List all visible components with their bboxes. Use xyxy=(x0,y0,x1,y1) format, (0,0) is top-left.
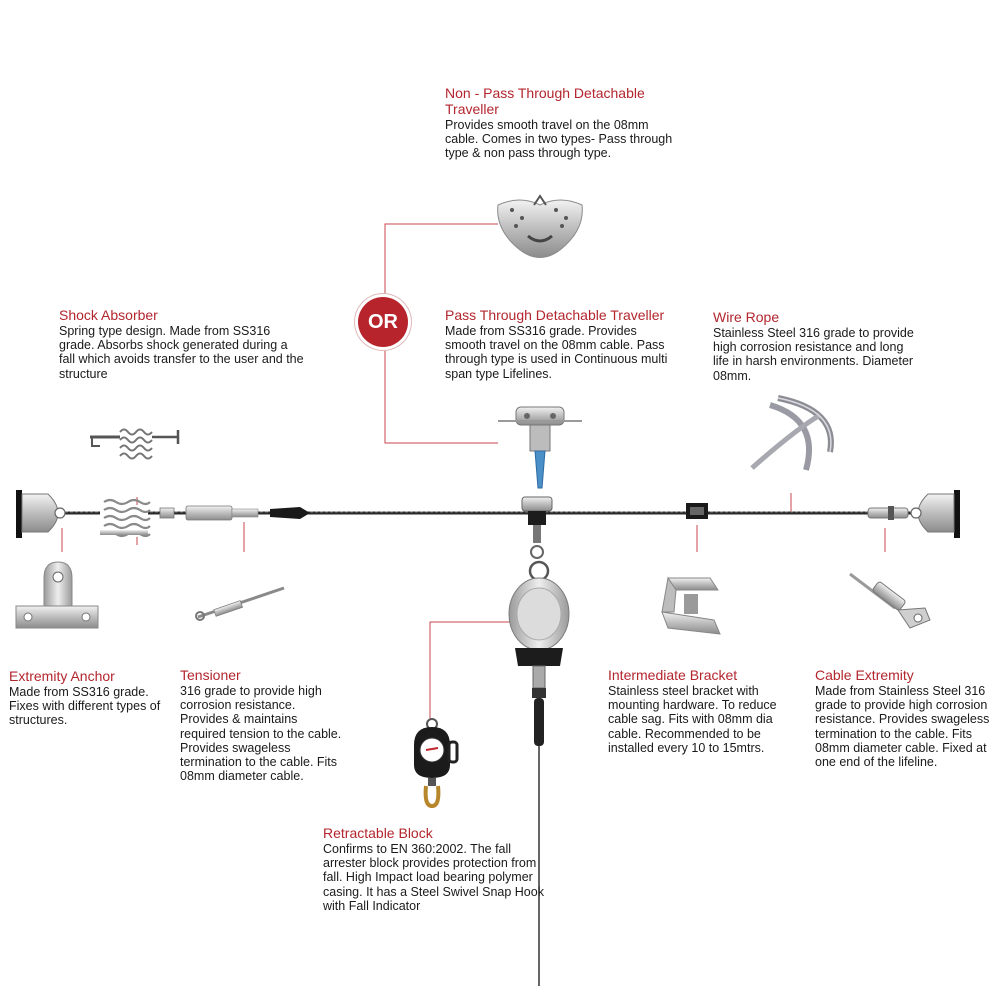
non-pass-through-traveller-product xyxy=(497,194,583,258)
extremity-anchor-title: Extremity Anchor xyxy=(9,668,115,684)
left-end-anchor xyxy=(16,490,66,538)
intermediate-bracket-inline xyxy=(686,503,708,519)
retractable-block-product xyxy=(414,718,459,809)
tensioner-inline xyxy=(159,505,310,521)
tensioner-title: Tensioner xyxy=(180,667,241,683)
cable-extremity-title: Cable Extremity xyxy=(815,667,914,683)
retractable-block-title: Retractable Block xyxy=(323,825,433,841)
shock-absorber-description: Spring type design. Made from SS316 grad… xyxy=(59,324,304,381)
retractable-block-description: Confirms to EN 360:2002. The fall arrest… xyxy=(323,842,544,913)
extremity-anchor-product xyxy=(15,561,99,629)
pass-through-traveller-label: Pass Through Detachable Traveller Made f… xyxy=(445,307,681,381)
intermediate-bracket-title: Intermediate Bracket xyxy=(608,667,738,683)
wire-rope-label: Wire Rope Stainless Steel 316 grade to p… xyxy=(713,309,918,383)
non-pass-through-traveller-title: Non - Pass Through Detachable Traveller xyxy=(445,85,645,117)
extremity-anchor-label: Extremity Anchor Made from SS316 grade. … xyxy=(9,668,164,728)
extremity-anchor-description: Made from SS316 grade. Fixes with differ… xyxy=(9,685,161,728)
cable-extremity-label: Cable Extremity Made from Stainless Stee… xyxy=(815,667,993,769)
wire-rope-product xyxy=(750,395,834,471)
intermediate-bracket-description: Stainless steel bracket with mounting ha… xyxy=(608,684,777,755)
cable-extremity-description: Made from Stainless Steel 316 grade to p… xyxy=(815,684,990,770)
shock-absorber-product xyxy=(90,428,180,460)
leader-lines xyxy=(61,223,886,720)
intermediate-bracket-product xyxy=(661,576,721,635)
shock-absorber-title: Shock Absorber xyxy=(59,307,158,323)
tensioner-description: 316 grade to provide high corrosion resi… xyxy=(180,684,342,784)
right-end-anchor xyxy=(867,490,960,538)
tensioner-label: Tensioner 316 grade to provide high corr… xyxy=(180,667,342,783)
pass-through-traveller-title: Pass Through Detachable Traveller xyxy=(445,307,665,323)
or-badge: OR xyxy=(358,297,408,347)
non-pass-through-traveller-description: Provides smooth travel on the 08mm cable… xyxy=(445,118,673,161)
shock-absorber-label: Shock Absorber Spring type design. Made … xyxy=(59,307,304,381)
cable-extremity-product xyxy=(849,572,931,629)
retractable-block-label: Retractable Block Confirms to EN 360:200… xyxy=(323,825,545,913)
shock-absorber-inline xyxy=(100,498,151,538)
traveller-inline xyxy=(521,496,553,559)
retractable-block-unit xyxy=(508,560,570,986)
tensioner-product xyxy=(195,586,285,621)
pass-through-traveller-product xyxy=(498,406,582,489)
wire-rope-title: Wire Rope xyxy=(713,309,780,325)
pass-through-traveller-description: Made from SS316 grade. Provides smooth t… xyxy=(445,324,668,381)
non-pass-through-traveller-label: Non - Pass Through Detachable Traveller … xyxy=(445,85,677,161)
wire-rope-description: Stainless Steel 316 grade to provide hig… xyxy=(713,326,914,383)
retractable-block-leader xyxy=(429,621,519,720)
intermediate-bracket-label: Intermediate Bracket Stainless steel bra… xyxy=(608,667,798,755)
